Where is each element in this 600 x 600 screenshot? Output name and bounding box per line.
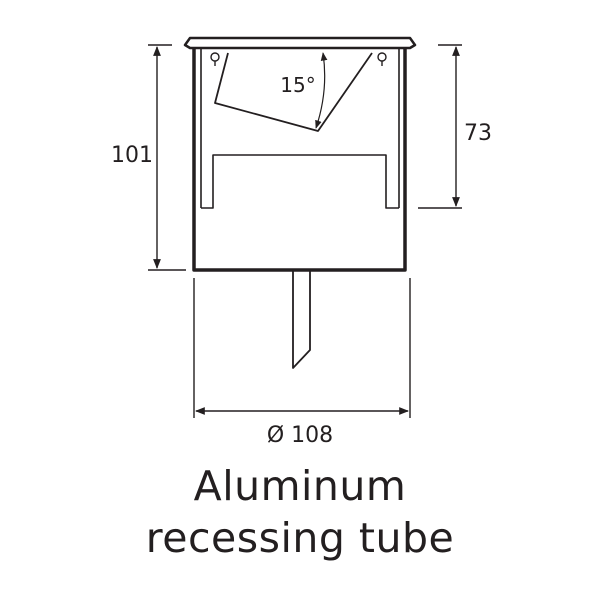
tilted-insert — [214, 52, 373, 132]
caption-title: Aluminum — [193, 462, 407, 510]
label-angle-15: 15° — [280, 73, 315, 97]
tube-body — [192, 48, 407, 272]
label-height-73: 73 — [464, 121, 492, 146]
tube-rim — [183, 36, 417, 50]
label-height-101: 101 — [111, 143, 153, 168]
cable — [292, 270, 311, 369]
hinge-clip-right — [377, 52, 387, 62]
angle-arc — [315, 52, 328, 129]
caption-subtitle: recessing tube — [145, 514, 455, 562]
hinge-clip-left — [210, 52, 220, 62]
inner-bracket — [201, 154, 399, 209]
label-diameter-108: Ø 108 — [267, 423, 333, 448]
